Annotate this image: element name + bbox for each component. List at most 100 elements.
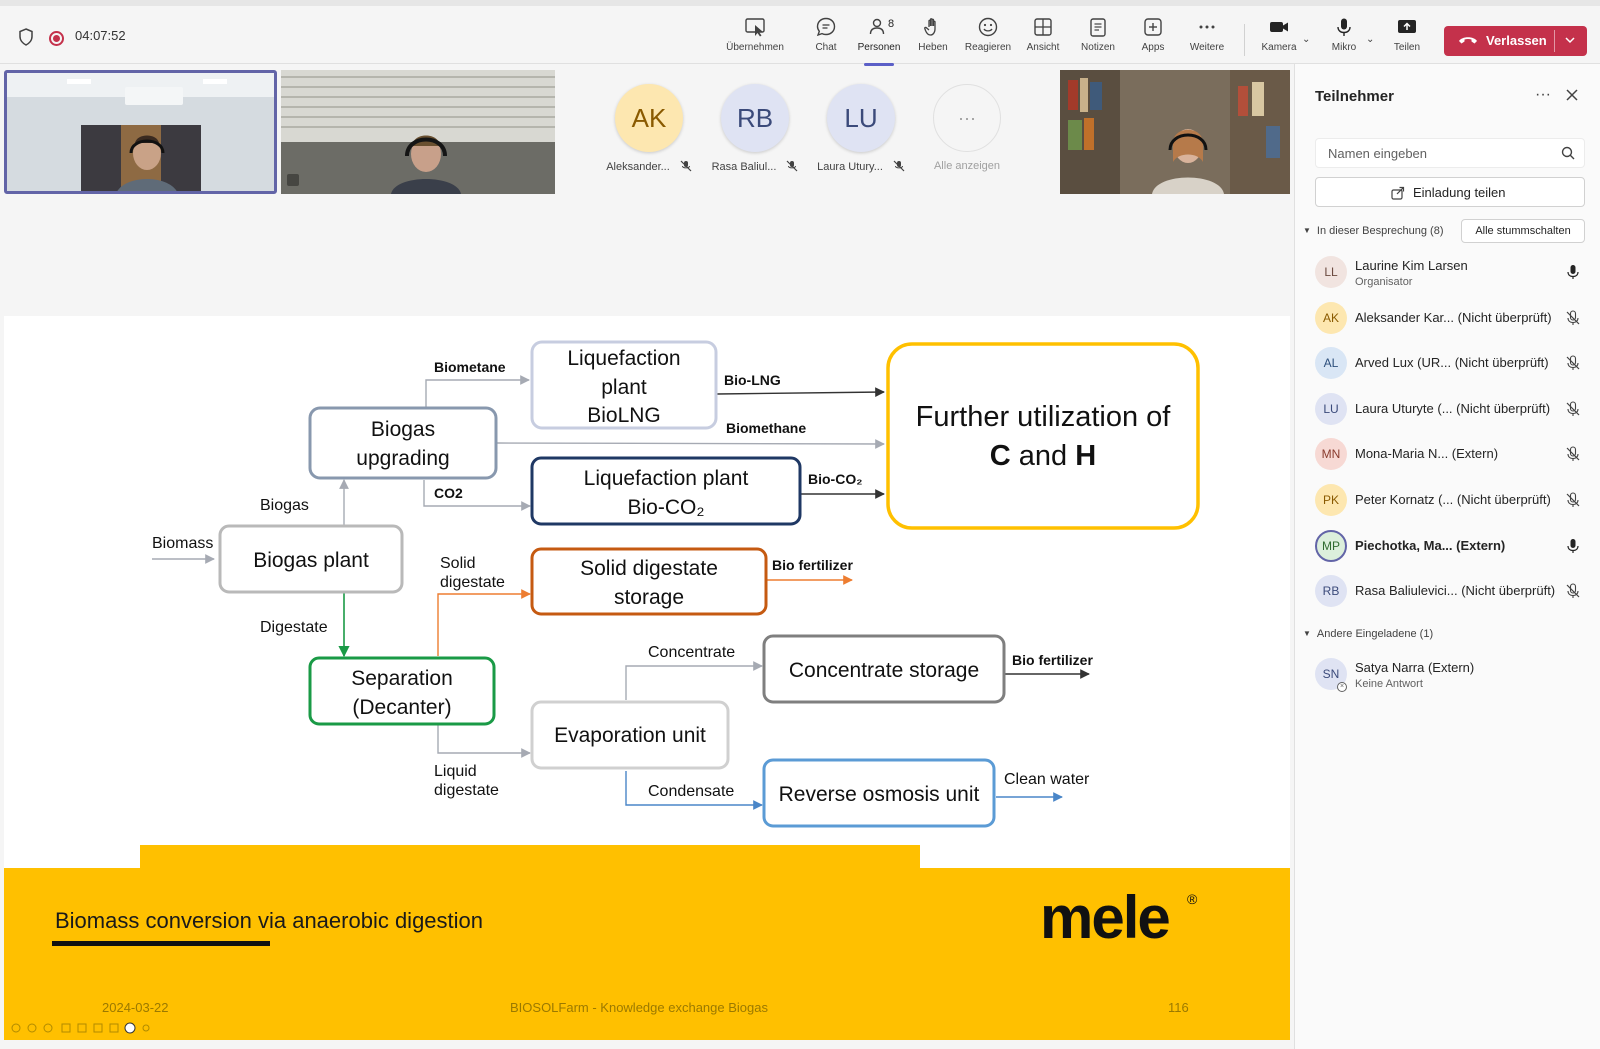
anaerobic-digestion-process-diagram: Liquefaction plant BioLNG Biogas upgradi…: [152, 340, 1200, 828]
slide-title-underline: [52, 941, 270, 946]
in-meeting-section-header[interactable]: ▼In dieser Besprechung (8): [1303, 225, 1444, 237]
participant-video-image: [1060, 70, 1290, 194]
leave-button[interactable]: Verlassen: [1444, 26, 1587, 56]
view-button[interactable]: Ansicht: [1012, 16, 1074, 62]
raise-hand-label: Heben: [918, 42, 948, 53]
avatar: RB: [1315, 575, 1347, 607]
share-label: Teilen: [1393, 42, 1421, 53]
mic-off-icon: [1566, 355, 1580, 370]
node-evaporation-unit: Evaporation unit: [530, 700, 730, 770]
label-concentrate: Concentrate: [648, 644, 735, 661]
react-label: Reagieren: [964, 42, 1012, 53]
participant-avatar-tile[interactable]: LU Laura Utury...: [806, 84, 916, 173]
participant-avatar-tile[interactable]: AK Aleksander...: [594, 84, 704, 173]
mic-off-icon: [1566, 583, 1580, 598]
see-all-label: Alle anzeigen: [933, 160, 1001, 172]
video-tile-participant[interactable]: [4, 70, 277, 194]
video-tile-participant[interactable]: [1060, 70, 1290, 194]
panel-title: Teilnehmer: [1315, 88, 1394, 105]
avatar: LU: [827, 84, 895, 152]
chat-button[interactable]: Chat: [795, 16, 857, 62]
mic-options-chevron-icon[interactable]: ⌄: [1366, 34, 1375, 45]
participant-avatar-tile[interactable]: RB Rasa Baliul...: [700, 84, 810, 173]
participant-name: Mona-Maria N... (Extern): [1355, 446, 1499, 461]
camera-button[interactable]: Kamera: [1248, 16, 1310, 62]
label-solid-digestate: digestate: [440, 574, 505, 591]
share-invite-label: Einladung teilen: [1413, 185, 1506, 200]
node-liquefaction-lng: Liquefaction plant BioLNG: [530, 340, 718, 430]
recording-indicator-icon: [49, 31, 64, 46]
node-label: Liquefaction: [567, 347, 680, 370]
participant-name-text: Rasa Baliul...: [711, 161, 777, 173]
participant-name: Aleksander...: [594, 160, 704, 173]
node-label: (Decanter): [352, 696, 451, 719]
label-biometane: Biometane: [434, 359, 506, 375]
close-icon[interactable]: [1565, 88, 1579, 102]
share-invite-button[interactable]: Einladung teilen: [1315, 177, 1585, 207]
avatar: AL: [1315, 347, 1347, 379]
list-item[interactable]: SN × Satya Narra (Extern) Keine Antwort: [1295, 652, 1600, 696]
notes-label: Notizen: [1081, 42, 1115, 53]
camera-options-chevron-icon[interactable]: ⌄: [1302, 34, 1311, 45]
label-biomethane: Biomethane: [726, 420, 806, 436]
node-further-utilization: Further utilization of C and H: [886, 342, 1200, 530]
people-button[interactable]: 8 Personen: [848, 16, 910, 66]
take-control-button[interactable]: Übernehmen: [724, 16, 786, 62]
node-label: Separation: [351, 667, 453, 690]
mic-off-icon: [893, 160, 905, 172]
arrow-co2-to-liquefaction: [423, 480, 531, 511]
slide-footer-band-tab: [140, 845, 920, 869]
node-biogas-plant: Biogas plant: [218, 524, 404, 594]
slide-navigation-controls[interactable]: [10, 1021, 170, 1035]
node-biogas-upgrading: Biogas upgrading: [308, 406, 498, 480]
node-liquefaction-co2: Liquefaction plant Bio-CO₂: [530, 456, 802, 526]
more-dots-icon: [1199, 25, 1215, 29]
avatar: AK: [615, 84, 683, 152]
participant-name: Satya Narra (Extern): [1355, 660, 1475, 675]
react-button[interactable]: Reagieren: [957, 16, 1019, 62]
panel-more-options-icon[interactable]: ···: [1535, 86, 1551, 103]
notes-button[interactable]: Notizen: [1067, 16, 1129, 62]
mic-label: Mikro: [1331, 42, 1357, 53]
other-invitees-section-header[interactable]: ▼Andere Eingeladene (1): [1303, 628, 1433, 640]
label-biogas: Biogas: [260, 497, 309, 514]
more-button[interactable]: Weitere: [1176, 16, 1238, 62]
avatar: AK: [1315, 302, 1347, 334]
shield-icon[interactable]: [18, 28, 34, 46]
raise-hand-button[interactable]: Heben: [902, 16, 964, 62]
label-co2: CO2: [434, 485, 463, 501]
video-tile-participant[interactable]: [281, 70, 555, 194]
participant-name: Laura Utury...: [806, 160, 916, 173]
participant-search-input[interactable]: [1315, 138, 1585, 168]
shared-presentation-slide: Liquefaction plant BioLNG Biogas upgradi…: [4, 316, 1290, 1040]
mic-button[interactable]: Mikro: [1313, 16, 1375, 62]
meeting-timer: 04:07:52: [75, 28, 126, 43]
mute-all-button[interactable]: Alle stummschalten: [1461, 219, 1585, 243]
avatar: LU: [1315, 393, 1347, 425]
mic-off-icon: [1566, 310, 1580, 325]
leave-options-chevron-icon[interactable]: [1564, 33, 1576, 47]
screen-share-cursor-icon: [745, 18, 765, 37]
add-app-icon: [1144, 18, 1162, 36]
node-label: plant: [601, 376, 647, 399]
apps-button[interactable]: Apps: [1122, 16, 1184, 62]
share-button[interactable]: Teilen: [1376, 16, 1438, 62]
see-all-participants-button[interactable]: ··· Alle anzeigen: [912, 84, 1022, 172]
label-biomass: Biomass: [152, 535, 213, 552]
toolbar-separator: [1244, 24, 1245, 56]
camera-label: Kamera: [1261, 42, 1297, 53]
take-control-label: Übernehmen: [726, 42, 784, 53]
flow-labels: Biometane Bio-LNG Biomethane CO2 Bio-CO₂…: [152, 359, 1093, 800]
chat-label: Chat: [815, 42, 837, 53]
other-invitees-label: Andere Eingeladene (1): [1316, 628, 1434, 640]
and-word: and: [1019, 440, 1067, 472]
